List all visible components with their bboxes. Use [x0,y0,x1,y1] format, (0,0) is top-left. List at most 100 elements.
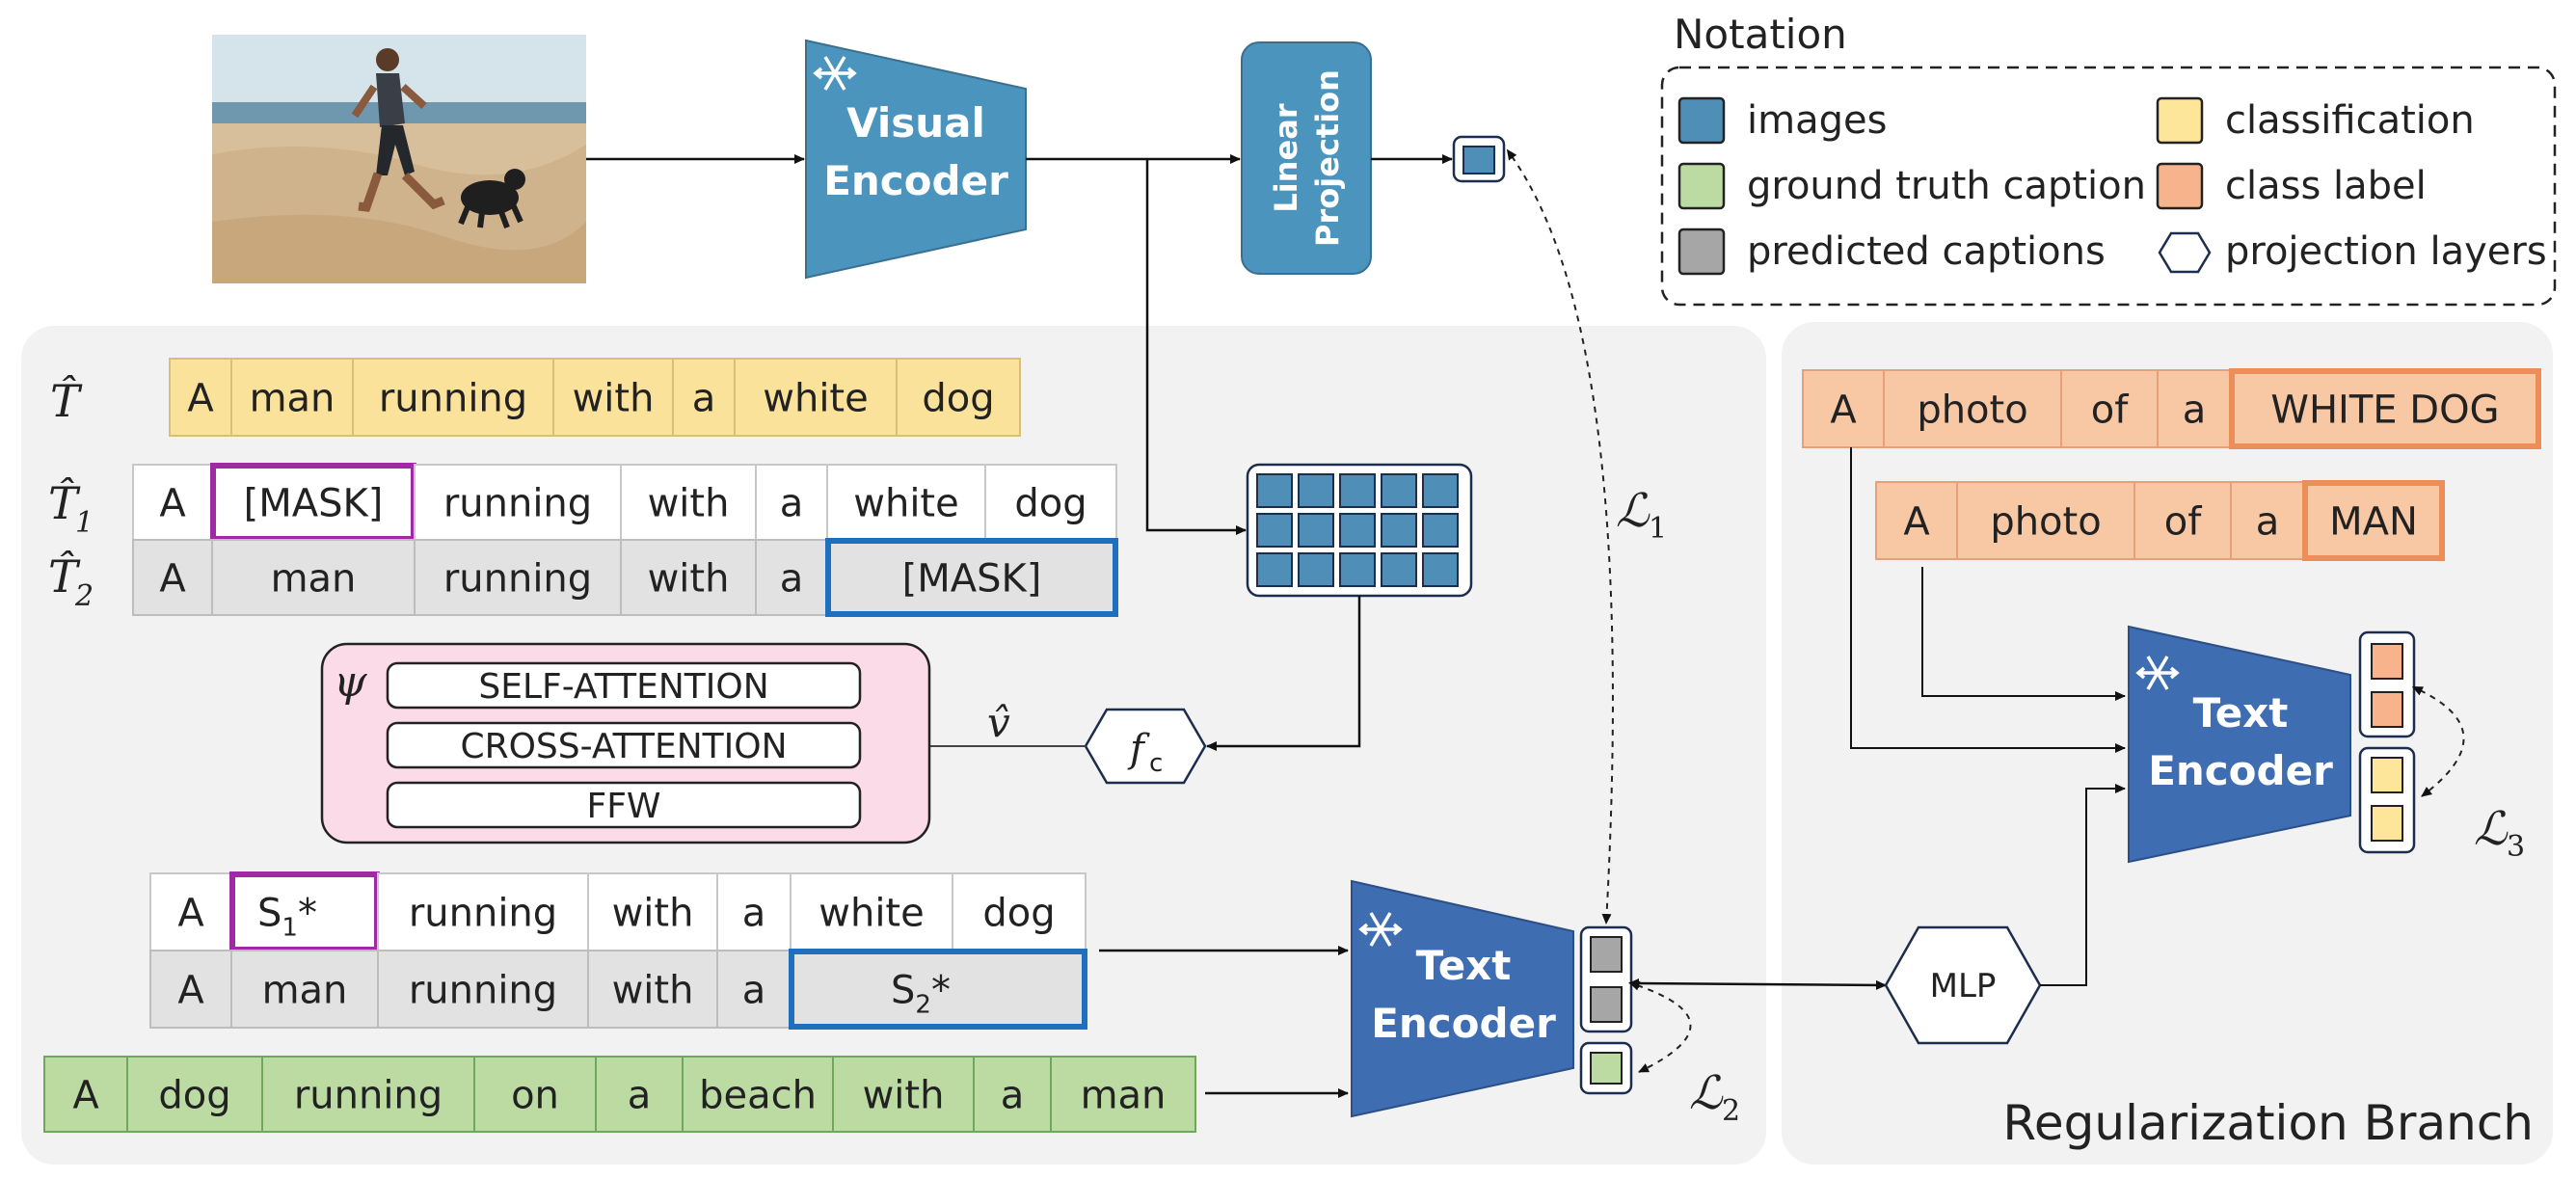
row-gt-token: A [72,1073,99,1117]
row-t2-token: running [443,556,592,601]
arrow-encoder-to-grid [1145,159,1247,535]
patch-cell [1339,552,1376,587]
snowflake-icon [2135,656,2180,690]
subscript: 2 [915,990,931,1019]
row-reg1-token: a [2183,388,2207,432]
row-s1-cell [587,872,718,951]
row-t2-cell [132,539,213,616]
visual-encoder-line1: Visual [846,99,985,147]
loss-l3-label: ℒ [2474,802,2509,856]
notation-item-label: images [1747,98,1887,143]
mlp-label: MLP [1930,967,1997,1005]
row-s1-cell [149,872,232,951]
row-t1-cell [620,464,757,541]
row-that-cell [230,358,354,437]
notation-item-label: class label [2225,164,2427,208]
row-reg2-token: MAN [2329,499,2418,544]
notation-item-label: predicted captions [1747,229,2106,274]
row-that-cell [734,358,898,437]
snowflake-icon [813,56,857,91]
row-gt-token: a [1001,1073,1025,1117]
row-that-token: dog [922,376,994,420]
row-t2-token: with [648,556,730,601]
text-encoder-main-line1: Text [1416,942,1512,989]
gt-caption-embedding [1579,1041,1633,1095]
row-t1-token: running [443,481,592,525]
row-s2-token: a [742,968,766,1012]
text-encoder-main-line2: Encoder [1371,1000,1556,1047]
loss-l2-connector [1628,980,1692,1073]
v-hat-label: v̂ [987,699,1010,746]
row-s2-cell [716,950,792,1029]
row-t1-token: A [159,481,186,525]
row-gt-token: dog [158,1073,230,1117]
row-t2-cell [755,539,828,616]
swatch-icon [2156,96,2204,145]
ffw-layer [386,781,862,829]
row-s2-cell [790,950,1087,1029]
row-reg1-token: A [1830,388,1857,432]
row-t1-cell [414,464,622,541]
linear-projection-line1: Linear [1268,103,1304,212]
row-s2-cell [230,950,379,1029]
row-t1-token: dog [1014,481,1087,525]
patch-cell [1381,552,1417,587]
loss-l2-label: ℒ [1689,1066,1724,1120]
row-t2-token: man [271,556,357,601]
row-t2-token: a [780,556,804,601]
subscript: 1 [282,913,298,942]
row-gt-token: with [863,1073,945,1117]
highlight-box [825,538,1118,617]
row-gt-cell [832,1056,975,1133]
row-gt-cell [261,1056,475,1133]
highlight-box [2302,480,2445,561]
row-s1-cell [230,872,379,951]
patch-cell [1381,513,1417,548]
swatch-icon [1677,96,1726,145]
linear-projection-line2: Projection [1309,69,1346,247]
row-that-token: white [763,376,868,420]
patch-cell [1422,473,1459,508]
psi-symbol: ψ [334,657,367,707]
text-encoder-reg [2128,625,2351,864]
row-t1-token: a [780,481,804,525]
snowflake-icon [1358,912,1403,947]
row-s2-cell [149,950,232,1029]
patch-cell [1298,473,1334,508]
row-gt-cell [1050,1056,1196,1133]
fc-projection-hexagon [1084,708,1207,785]
notation-item-label: projection layers [2225,229,2547,274]
row-reg1-token: WHITE DOG [2270,388,2499,432]
row-that-cell [896,358,1021,437]
row-reg1-token: of [2091,388,2129,432]
t-hat-label: T̂ [50,375,83,427]
cross-attention-layer [386,721,862,769]
row-s1-token: A [177,891,204,935]
arrow-embeddings-mlp [1628,978,1887,990]
row-reg1-cell [2060,369,2159,448]
row-that-token: with [573,376,655,420]
t2-label-sub: 2 [74,579,94,613]
row-t2-cell [620,539,757,616]
row-t1-token: [MASK] [244,481,384,525]
row-that-cell [169,358,232,437]
self-attention-label: SELF-ATTENTION [478,667,768,707]
row-gt-cell [473,1056,597,1133]
patch-grid [1246,463,1473,598]
row-t2-cell [826,539,1117,616]
fc-label-sub: c [1149,749,1163,778]
class-label-embeddings [2358,630,2416,738]
loss-l1-label: ℒ [1616,484,1650,538]
t1-label-sub: 1 [75,506,94,540]
patch-cell [1256,513,1293,548]
t1-label: T̂ [48,477,81,529]
hexagon-icon [2158,231,2212,274]
row-s1-token: a [742,891,766,935]
patch-cell [1298,552,1334,587]
patch-cell [1256,552,1293,587]
patch-cell [1422,513,1459,548]
